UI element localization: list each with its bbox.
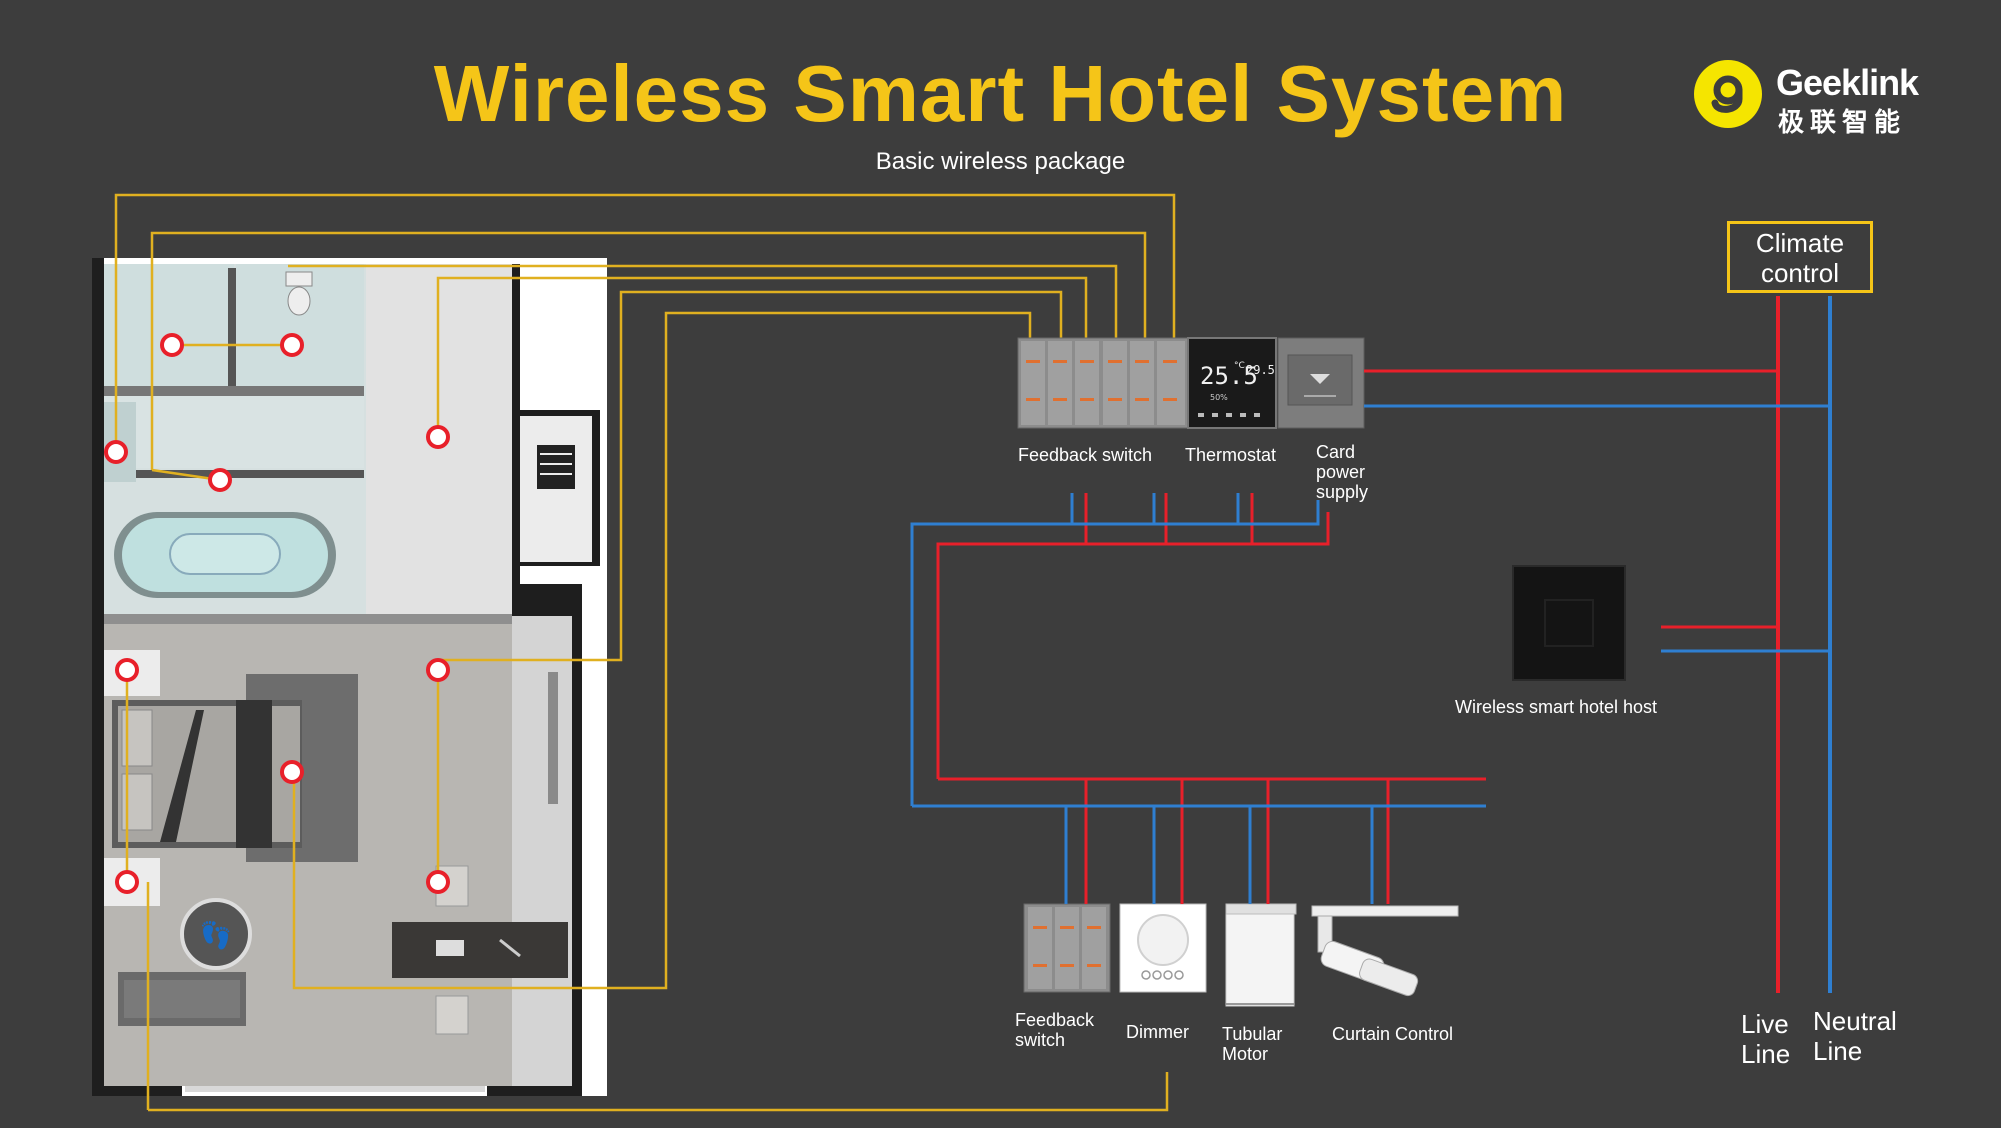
wire-4 (436, 276, 1088, 436)
node-10 (426, 870, 450, 894)
tubular-motor-label: Tubular Motor (1222, 1024, 1283, 1064)
card-power-supply-label: Card power supply (1316, 442, 1369, 502)
thermostat-setpoint: 29.5 (1246, 363, 1275, 377)
geeklink-logo: Geeklink 极联智能 (1692, 58, 1922, 138)
neutral-line-wires (910, 296, 1832, 993)
thermostat-icon: 25.5 °C 29.5 50% (1187, 337, 1277, 429)
feedback-switch-top-icon (1017, 337, 1189, 429)
geeklink-logo-icon (1694, 60, 1762, 128)
svg-text:👣: 👣 (200, 919, 232, 951)
dimmer-icon (1119, 903, 1207, 993)
wire-5 (438, 290, 1063, 662)
feedback-switch-bottom-label: Feedback switch (1015, 1010, 1095, 1050)
feedback-switch-top-label: Feedback switch (1018, 445, 1153, 465)
node-6 (115, 658, 139, 682)
node-2 (280, 333, 304, 357)
thermostat-humidity: 50% (1210, 393, 1228, 402)
climate-control-box: Climate control (1727, 221, 1873, 293)
wire-1 (114, 193, 1176, 448)
live-line-wires (936, 296, 1780, 993)
tubular-motor-icon (1225, 903, 1297, 1007)
node-3 (104, 440, 128, 464)
dimmer-label: Dimmer (1126, 1022, 1189, 1042)
sensor-nodes (104, 333, 450, 894)
node-9 (115, 870, 139, 894)
wire-6 (292, 311, 1032, 990)
curtain-control-label: Curtain Control (1332, 1024, 1454, 1044)
thermostat-unit: °C (1234, 361, 1245, 371)
node-8 (280, 760, 304, 784)
floor-plan: 👣 (92, 258, 607, 1096)
node-5 (426, 425, 450, 449)
thermostat-temp: 25.5 (1200, 362, 1258, 390)
page-subtitle: Basic wireless package (875, 148, 1126, 175)
card-power-supply-icon (1277, 337, 1365, 429)
neutral-line-label: Neutral Line (1813, 1006, 1897, 1066)
node-7 (426, 658, 450, 682)
wire-2 (150, 231, 1147, 470)
wire-7 (148, 1072, 1169, 1112)
feedback-switch-bottom-icon (1023, 903, 1111, 993)
wireless-host-icon (1512, 565, 1626, 681)
page-title: Wireless Smart Hotel System (433, 49, 1568, 138)
node-4 (208, 468, 232, 492)
wireless-host-label: Wireless smart hotel host (1455, 697, 1658, 717)
logo-chinese-name: 极联智能 (1778, 108, 1907, 138)
curtain-control-icon (1311, 905, 1459, 997)
thermostat-label: Thermostat (1185, 445, 1277, 465)
wire-3 (288, 264, 1118, 338)
live-line-label: Live Line (1741, 1009, 1791, 1069)
node-1 (160, 333, 184, 357)
wiring-lines (114, 193, 1176, 1112)
logo-name: Geeklink (1776, 62, 1919, 103)
